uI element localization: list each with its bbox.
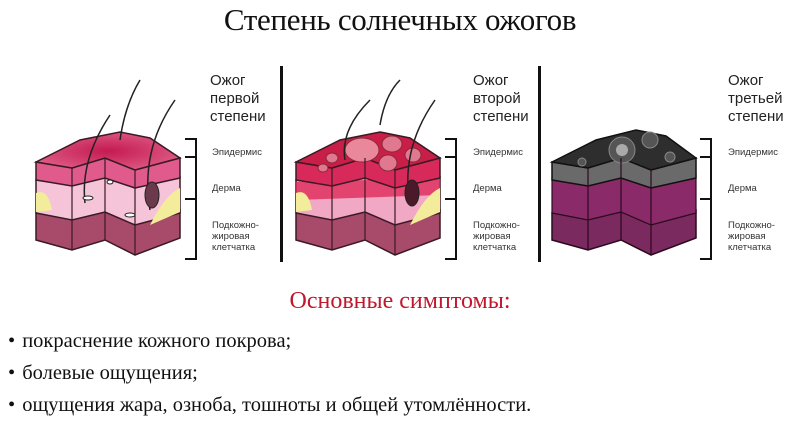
bracket-dermis <box>700 156 712 260</box>
bullet-icon: • <box>8 330 16 352</box>
label-epidermis: Эпидермис <box>728 147 778 158</box>
panel-title: Ожог второй степени <box>473 72 529 125</box>
symptom-item: •ощущения жара, озноба, тошноты и общей … <box>8 394 532 416</box>
label-dermis: Дерма <box>728 183 757 194</box>
label-epidermis: Эпидермис <box>212 147 262 158</box>
skin-diagram-second-degree-icon <box>293 79 442 256</box>
divider <box>280 66 283 262</box>
label-subcutaneous: Подкожно- жировая клетчатка <box>473 220 520 253</box>
panel-title: Ожог первой степени <box>210 72 266 125</box>
label-subcutaneous: Подкожно- жировая клетчатка <box>212 220 259 253</box>
symptom-item: •покраснение кожного покрова; <box>8 330 292 352</box>
page-title: Степень солнечных ожогов <box>223 2 577 37</box>
divider <box>538 66 541 262</box>
panel-first-degree: Ожог первой степени Эпидермис Дерма Подк… <box>0 60 266 265</box>
symptoms-heading: Основные симптомы: <box>289 288 511 314</box>
panel-third-degree: Ожог третьей степени Эпидермис Дерма Под… <box>540 60 800 265</box>
label-dermis: Дерма <box>212 183 241 194</box>
panel-second-degree: Ожог второй степени Эпидермис Дерма Подк… <box>280 60 540 265</box>
skin-diagram-first-degree-icon <box>33 79 182 256</box>
bracket-dermis <box>445 156 457 260</box>
bullet-icon: • <box>8 394 16 416</box>
label-epidermis: Эпидермис <box>473 147 523 158</box>
panel-title: Ожог третьей степени <box>728 72 784 125</box>
skin-diagram-third-degree-icon <box>549 129 698 256</box>
bullet-icon: • <box>8 362 16 384</box>
bracket-dermis <box>185 156 197 260</box>
symptom-item: •болевые ощущения; <box>8 362 198 384</box>
label-subcutaneous: Подкожно- жировая клетчатка <box>728 220 775 253</box>
label-dermis: Дерма <box>473 183 502 194</box>
